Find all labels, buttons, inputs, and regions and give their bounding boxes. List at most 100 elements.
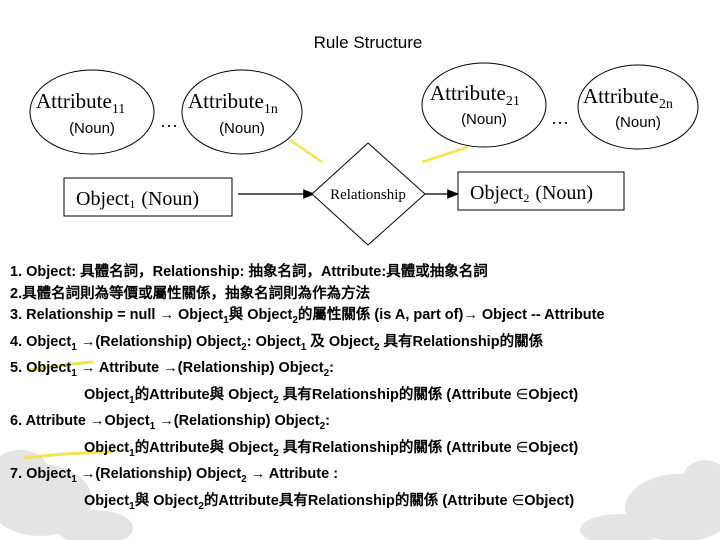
subscript: 2 (198, 500, 204, 512)
subscript: 1 (129, 500, 135, 512)
attribute-21-node: Attribute21 (Noun) (421, 62, 547, 148)
highlight-underlines (23, 360, 114, 460)
rule-text: 及 Object (306, 333, 374, 350)
rule-line-8: Object1的Attribute與 Object2 具有Relationshi… (10, 438, 718, 464)
object-1-node: Object1(Noun) (63, 177, 233, 217)
rule-text: 7. Object (10, 466, 72, 483)
rule-text: Object (84, 439, 130, 456)
subscript: 2 (241, 341, 247, 353)
subscript: 1 (129, 447, 135, 459)
attribute-11-noun: (Noun) (69, 120, 115, 137)
rule-text: 2.具體名詞則為等價或屬性關係，抽象名詞則為作為方法 (10, 285, 371, 302)
relationship-label: Relationship (330, 187, 406, 203)
subscript: 1 (71, 341, 77, 353)
subscript: 1 (129, 394, 135, 406)
rule-text: Object (84, 492, 130, 509)
ellipsis-left: … (160, 111, 178, 131)
attribute-2n-node: Attribute2n (Noun) (577, 64, 699, 150)
right-arrow-icon: → (159, 307, 174, 324)
rules-list: 1. Object: 具體名詞，Relationship: 抽象名詞，Attri… (10, 262, 718, 517)
rule-text: Attribute (95, 360, 164, 377)
rule-text: Object) (528, 386, 579, 403)
rule-text: Object) (524, 492, 575, 509)
attribute-2n-noun: (Noun) (615, 114, 661, 131)
object-1-noun: (Noun) (141, 188, 199, 210)
rule-line-4: 4. Object1 →(Relationship) Object2: Obje… (10, 332, 718, 358)
rule-text: 與 Object (134, 492, 199, 509)
decorative-swirl-right (580, 460, 720, 540)
ellipsis-right: … (551, 108, 569, 128)
attribute-1n-name: Attribute (188, 89, 264, 113)
rule-line-5: 5. Object1 → Attribute →(Relationship) O… (10, 358, 718, 384)
element-of-symbol: ∈ (511, 492, 525, 509)
right-arrow-icon: → (80, 466, 96, 483)
rule-text: 的Attribute與 Object (134, 439, 274, 456)
rule-text: 與 Object (228, 307, 293, 324)
rule-line-6: Object1的Attribute與 Object2 具有Relationshi… (10, 385, 718, 411)
rule-text: 4. Object (10, 333, 72, 350)
attribute-1n-sub: 1n (264, 102, 278, 117)
rule-text: : (329, 360, 335, 377)
attribute-11-node: Attribute11 (Noun) (29, 69, 155, 155)
right-arrow-icon: → (90, 413, 105, 430)
subscript: 2 (241, 473, 247, 485)
svg-text:Object2(Noun): Object2 (Noun) (470, 182, 593, 205)
rule-text: 具有Relationship的關係 (379, 333, 544, 350)
attribute-2n-sub: 2n (659, 97, 673, 112)
rule-text: Object) (528, 439, 579, 456)
attribute-connectors (289, 138, 469, 164)
attribute-2n-name: Attribute (583, 84, 659, 108)
rule-line-7: 6. Attribute →Object1 →(Relationship) Ob… (10, 411, 718, 437)
rule-text: 的Attribute具有Relationship的關係 (Attribute (203, 492, 512, 509)
subscript: 1 (71, 473, 77, 485)
rule-text: (Relationship) Object (177, 360, 324, 377)
attribute-1n-noun: (Noun) (219, 120, 265, 137)
rule-text: (Relationship) Object (173, 413, 320, 430)
right-arrow-icon: → (163, 360, 178, 377)
right-arrow-icon: → (80, 333, 96, 350)
subscript: 2 (323, 368, 330, 380)
right-arrow-icon: → (250, 466, 266, 483)
rule-text: 6. Attribute (10, 413, 91, 430)
object-2-name: Object (470, 182, 524, 204)
subscript: 2 (273, 394, 279, 406)
rule-text: Object (173, 307, 224, 324)
object-2-node: Object2 (Noun) (457, 171, 625, 211)
rule-text: 的Attribute與 Object (134, 386, 274, 403)
rule-text: : Object (246, 333, 301, 350)
right-arrow-icon: → (159, 413, 174, 430)
attribute-21-noun: (Noun) (461, 111, 507, 128)
subscript: 2 (319, 421, 326, 433)
rule-text: (Relationship) Object (95, 333, 242, 350)
subscript: 2 (373, 341, 380, 353)
rule-text: 具有Relationship的關係 (Attribute (278, 439, 516, 456)
object-2-sub: 2 (523, 191, 529, 205)
rule-text: : (325, 413, 330, 430)
rule-text: 的屬性關係 (is A, part of) (297, 307, 464, 324)
rule-text: 具有Relationship的關係 (Attribute (278, 386, 516, 403)
rule-text: (Relationship) Object (95, 466, 242, 483)
attribute-11-name: Attribute (36, 89, 112, 113)
right-arrow-icon: → (463, 307, 478, 324)
attribute-1n-node: Attribute1n (Noun) (181, 69, 303, 155)
attribute-21-name: Attribute (430, 81, 506, 105)
rule-line-2: 2.具體名詞則為等價或屬性關係，抽象名詞則為作為方法 (10, 284, 718, 306)
rule-line-1: 1. Object: 具體名詞，Relationship: 抽象名詞，Attri… (10, 262, 718, 284)
attribute-11-sub: 11 (112, 102, 125, 117)
decorative-swirl-left (0, 450, 133, 540)
rule-text: 1. Object: 具體名詞，Relationship: 抽象名詞，Attri… (10, 264, 488, 280)
rule-line-3: 3. Relationship = null → Object1與 Object… (10, 305, 718, 331)
subscript: 1 (223, 315, 229, 327)
rule-line-10: Object1與 Object2的Attribute具有Relationship… (10, 491, 718, 517)
rule-line-9: 7. Object1 →(Relationship) Object2 → Att… (10, 464, 718, 490)
object-1-sub: 1 (129, 197, 135, 211)
element-of-symbol: ∈ (515, 386, 529, 403)
svg-text:Object1(Noun): Object1(Noun) (76, 188, 199, 211)
rule-text: 5. Object (10, 360, 72, 377)
rule-text: Object -- Attribute (477, 307, 605, 324)
object-2-noun: (Noun) (535, 182, 593, 204)
subscript: 2 (273, 447, 279, 459)
rule-text: 3. Relationship = null (10, 307, 160, 324)
subscript: 2 (292, 315, 298, 327)
